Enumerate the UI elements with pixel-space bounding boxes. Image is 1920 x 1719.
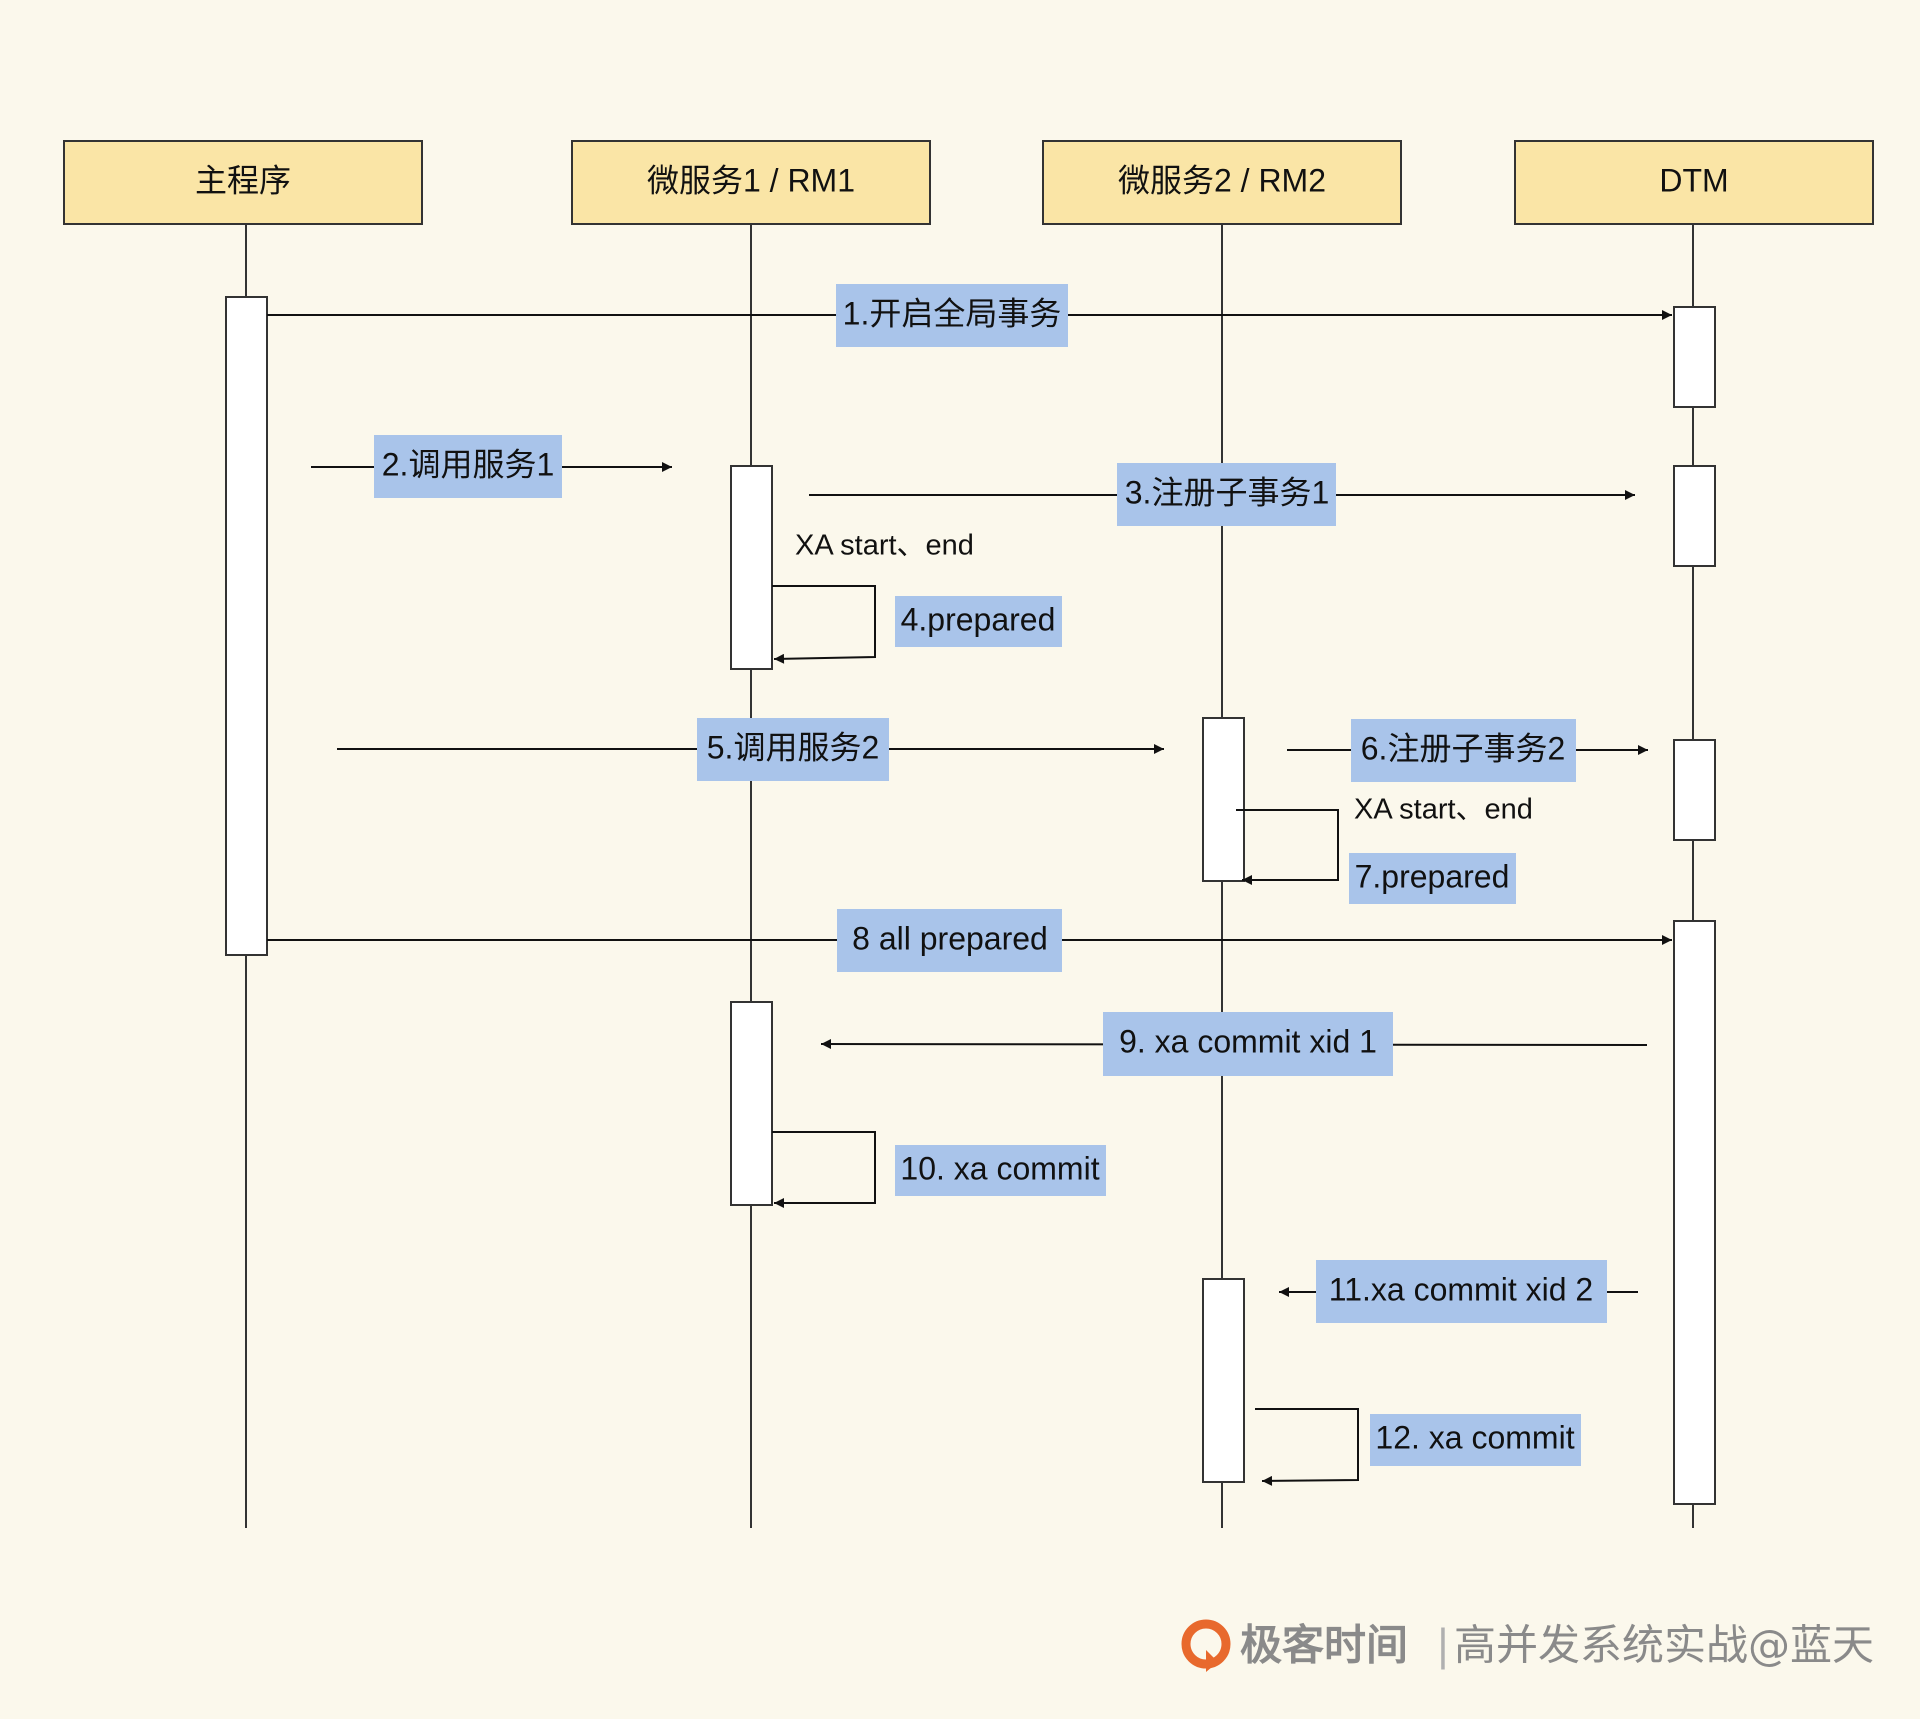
message-label-2: 2.调用服务1 (374, 435, 562, 498)
activation-dtm-register1 (1673, 465, 1716, 567)
participant-rm1: 微服务1 / RM1 (571, 140, 931, 225)
label-box (1103, 1012, 1393, 1076)
label-box (1351, 719, 1576, 782)
label-box (895, 596, 1062, 647)
label-text: 9. xa commit xid 1 (1119, 1023, 1377, 1059)
activation-dtm-begin (1673, 306, 1716, 408)
label-text: 10. xa commit (900, 1150, 1099, 1186)
message-labels: 1.开启全局事务 2.调用服务1 3.注册子事务1 4.prepared 5.调… (374, 284, 1607, 1466)
message-label-8: 8 all prepared (837, 909, 1062, 972)
message-label-5: 5.调用服务2 (697, 718, 889, 781)
message-label-6: 6.注册子事务2 (1351, 719, 1576, 782)
activation-bars (225, 296, 1716, 1505)
footer-separator: | (1436, 1621, 1450, 1670)
label-text: 2.调用服务1 (382, 446, 555, 482)
message-label-11: 11.xa commit xid 2 (1316, 1260, 1607, 1323)
participant-box (571, 140, 931, 225)
label-box (1117, 463, 1336, 526)
label-box (836, 284, 1068, 347)
participant-label: 主程序 (195, 162, 291, 198)
footer-watermark: 极客时间 | 高并发系统实战@蓝天 (1181, 1619, 1874, 1672)
label-text: 6.注册子事务2 (1361, 730, 1566, 766)
message-label-3: 3.注册子事务1 (1117, 463, 1336, 526)
activation-rm1-commit (730, 1001, 773, 1206)
participant-box (1514, 140, 1874, 225)
message-label-4: 4.prepared (895, 596, 1062, 647)
footer-brand: 极客时间 (1240, 1621, 1408, 1670)
participant-label: 微服务2 / RM2 (1118, 162, 1326, 198)
message-label-7: 7.prepared (1349, 853, 1516, 904)
participant-box (1042, 140, 1402, 225)
activation-rm2-commit (1202, 1278, 1245, 1483)
participant-box (63, 140, 423, 225)
message-label-1: 1.开启全局事务 (836, 284, 1068, 347)
label-text: 7.prepared (1355, 858, 1510, 894)
label-text: 12. xa commit (1375, 1419, 1574, 1455)
label-text: 11.xa commit xid 2 (1329, 1271, 1593, 1307)
activation-dtm-register2 (1673, 739, 1716, 841)
note-xa-start-end-rm1: XA start、end (795, 530, 974, 562)
label-box (697, 718, 889, 781)
message-label-12: 12. xa commit (1370, 1414, 1581, 1466)
footer-course: 高并发系统实战@蓝天 (1454, 1621, 1874, 1670)
label-box (837, 909, 1062, 972)
message-label-10: 10. xa commit (895, 1145, 1106, 1196)
label-text: 5.调用服务2 (707, 729, 880, 765)
arrow-4-prepared-self (772, 585, 876, 664)
participant-label: 微服务1 / RM1 (647, 162, 855, 198)
label-box (1370, 1414, 1581, 1466)
participant-main-program: 主程序 (63, 140, 423, 225)
label-box (374, 435, 562, 498)
label-box (1349, 853, 1516, 904)
label-text: 4.prepared (901, 601, 1056, 637)
activation-rm1-prepare (730, 465, 773, 670)
arrow-10-commit-self (772, 1131, 876, 1208)
participant-dtm: DTM (1514, 140, 1874, 225)
activation-main-program (225, 296, 268, 956)
arrow-12-commit-self (1255, 1408, 1359, 1486)
label-box (895, 1145, 1106, 1196)
label-text: 3.注册子事务1 (1125, 474, 1330, 510)
participant-label: DTM (1659, 162, 1728, 198)
activation-rm2-prepare (1202, 717, 1245, 882)
activation-dtm-commit (1673, 920, 1716, 1505)
label-text: 8 all prepared (852, 920, 1048, 956)
note-xa-start-end-rm2: XA start、end (1354, 794, 1533, 826)
label-box (1316, 1260, 1607, 1323)
brand-logo-icon (1181, 1619, 1231, 1672)
message-label-9: 9. xa commit xid 1 (1103, 1012, 1393, 1076)
participant-rm2: 微服务2 / RM2 (1042, 140, 1402, 225)
arrow-7-prepared-self (1236, 809, 1339, 885)
label-text: 1.开启全局事务 (843, 295, 1062, 331)
